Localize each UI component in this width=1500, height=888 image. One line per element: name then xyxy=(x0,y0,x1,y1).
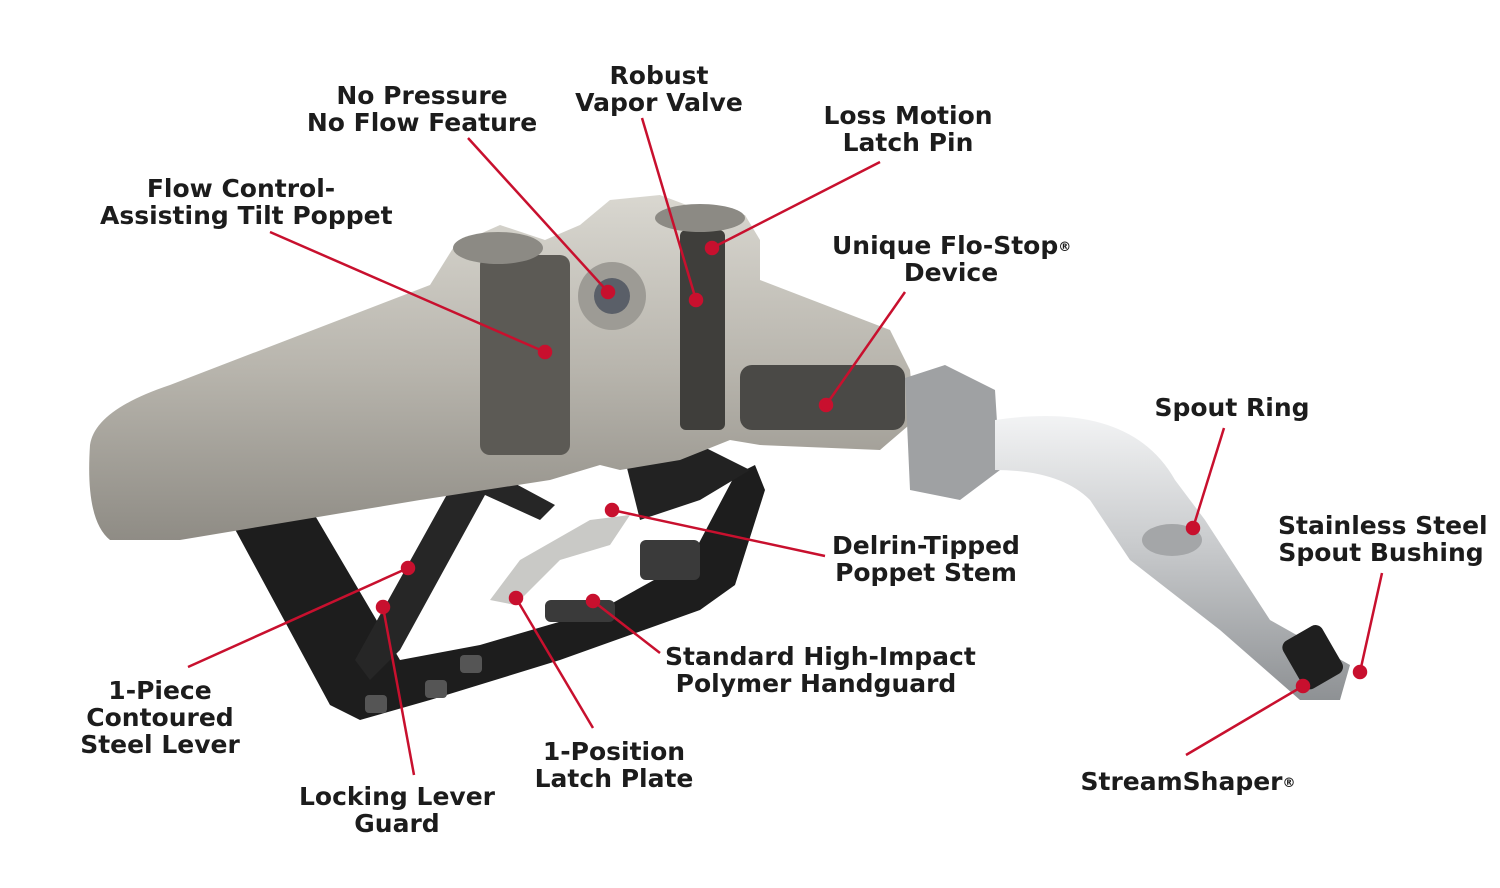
leader-lines xyxy=(187,117,1384,776)
cutaway-chamber xyxy=(740,365,905,430)
cutaway-chamber xyxy=(480,255,570,455)
lever-shape xyxy=(355,470,555,680)
top-cap xyxy=(453,232,543,264)
label-flo-stop-device: Unique Flo-Stop® Device xyxy=(832,231,1072,287)
label-streamshaper: StreamShaper® xyxy=(1080,767,1296,796)
handguard-slot xyxy=(460,655,482,673)
handguard-slot xyxy=(640,540,700,580)
cutaway-chamber xyxy=(680,230,725,430)
label-spout-ring: Spout Ring xyxy=(1154,393,1310,422)
spout-window xyxy=(1282,625,1343,690)
top-cap xyxy=(655,204,745,232)
swivel-fitting xyxy=(905,365,1000,500)
handguard-slot xyxy=(365,695,387,713)
label-flow-control-poppet: Flow Control-Assisting Tilt Poppet xyxy=(100,174,393,230)
spout-tube xyxy=(995,416,1350,700)
handguard-slot xyxy=(425,680,447,698)
lever-latch xyxy=(490,515,630,605)
